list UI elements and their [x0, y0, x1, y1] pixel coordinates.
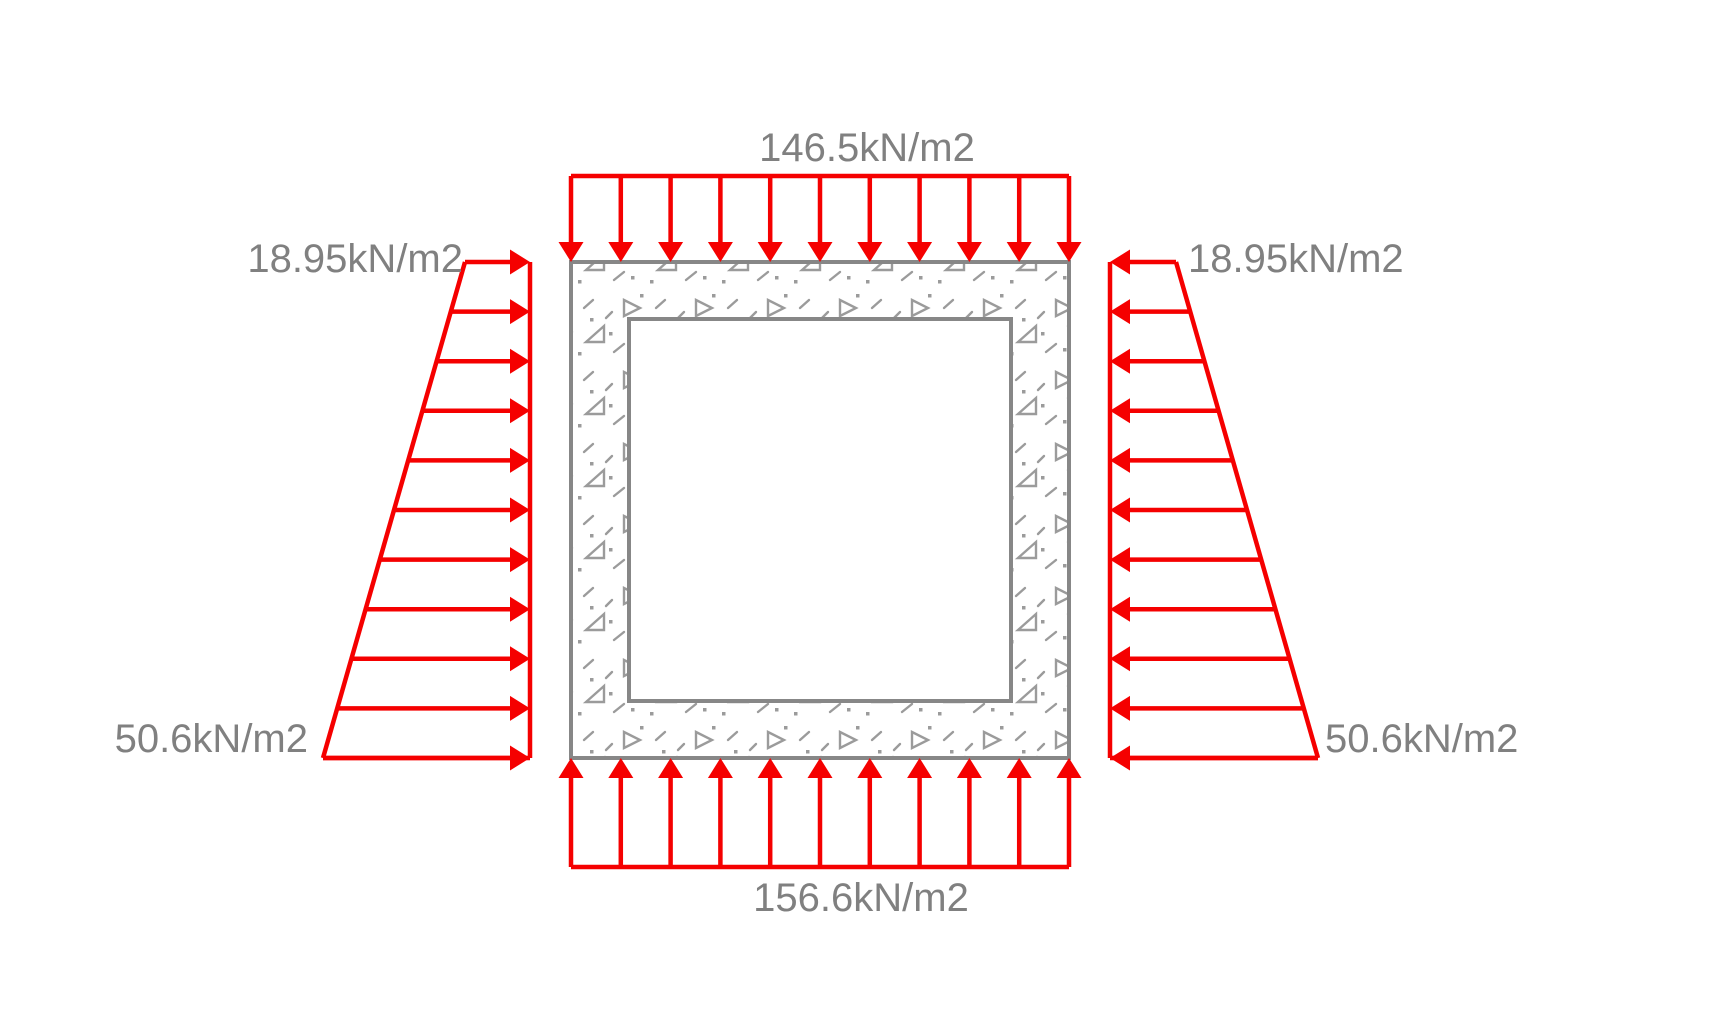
right-pressure-arrows: [1107, 249, 1321, 771]
left-pressure-top-label: 18.95kN/m2: [247, 237, 463, 281]
bottom-pressure-label: 156.6kN/m2: [753, 876, 969, 920]
top-pressure-arrows: [558, 173, 1082, 262]
left-pressure-arrows: [320, 249, 533, 771]
right-pressure-bottom-label: 50.6kN/m2: [1325, 717, 1518, 761]
right-pressure-top-label: 18.95kN/m2: [1188, 237, 1404, 281]
culvert-opening: [627, 317, 1013, 703]
bottom-pressure-arrows: [558, 758, 1082, 870]
left-pressure-bottom-label: 50.6kN/m2: [115, 717, 308, 761]
concrete-box-section: [569, 260, 1071, 760]
top-pressure-label: 146.5kN/m2: [759, 126, 975, 170]
